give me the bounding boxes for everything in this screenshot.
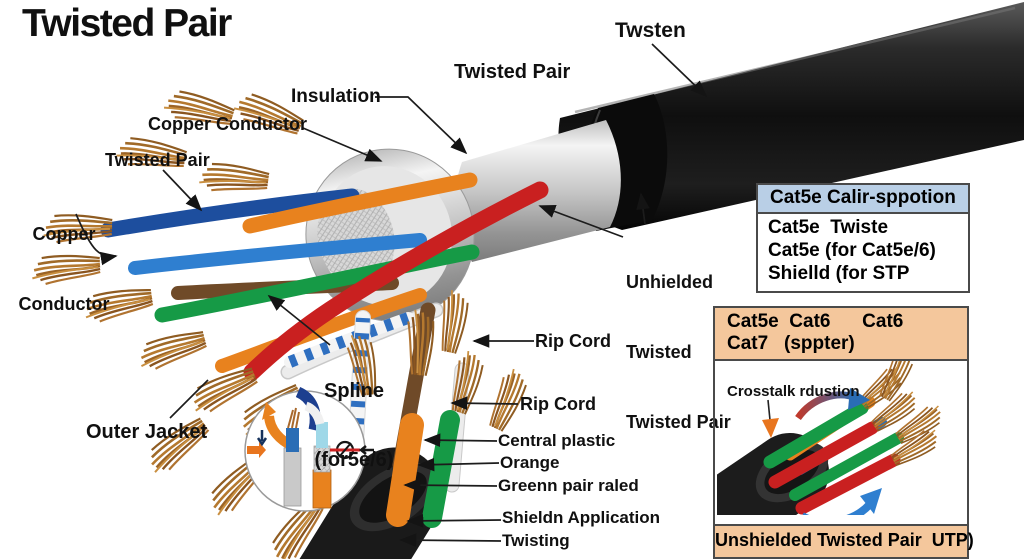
utp-box: Cat5e Cat6 Cat6 Cat7 (sppter) Crosstalk … <box>713 306 974 559</box>
black-left-arrow <box>358 445 374 455</box>
dark-blue-wire <box>100 188 360 238</box>
orange-wire-top <box>242 172 478 234</box>
label-rip-cord-1: Rip Cord <box>535 331 611 351</box>
label-green-pair: Greenn pair raled <box>498 476 639 495</box>
twsten-pointer <box>651 43 708 98</box>
pointer-lines <box>75 43 708 547</box>
twisted-pair-left-pointer <box>162 169 203 212</box>
label-spline: Spline (for5e/6) <box>314 380 394 471</box>
copper-conductor-top-pointer <box>302 127 383 162</box>
utp-box-body: Crosstalk rdustion <box>715 361 967 524</box>
cat5e-table: Cat5e Calir-sppotion Cat5e Twiste Cat5e … <box>756 183 970 294</box>
label-twisted-pair-left: Twisted Pair <box>105 150 210 170</box>
rip-cord-2-pointer <box>450 396 519 411</box>
shield-application-pointer <box>406 514 502 528</box>
light-blue-wire <box>128 233 427 275</box>
crosstalk-illustration <box>717 359 948 515</box>
inset-circle <box>244 386 374 512</box>
table-row: Cat5e Twiste <box>768 217 889 238</box>
copper-conductor-left-pointer <box>75 213 118 266</box>
label-insulation: Insulation <box>291 86 381 107</box>
table-row: Shielld (for STP <box>768 262 910 284</box>
label-twsten: Twsten <box>615 19 686 42</box>
orange-right-arrow <box>247 442 266 458</box>
label-twisting: Twisting <box>502 531 570 550</box>
insulation-pointer <box>375 96 468 155</box>
label-outer-jacket: Outer Jacket <box>86 421 208 443</box>
main-cable <box>30 2 1024 559</box>
red-wire <box>243 181 549 381</box>
black-down-arrow <box>256 430 268 447</box>
orange-wire-low <box>215 288 427 373</box>
label-crosstalk: Crosstalk rdustion <box>727 382 860 400</box>
unshielded-pointer-2 <box>636 192 650 225</box>
table-row: Cat5e (for Cat5e/6) <box>768 239 936 261</box>
central-plastic-pointer <box>423 433 498 448</box>
label-copper-conductor-left: Copper Conductor <box>18 223 110 314</box>
cat5e-table-header: Cat5e Calir-sppotion <box>758 185 968 214</box>
crosstalk-pointer-arrowhead <box>762 418 779 438</box>
label-orange: Orange <box>500 453 560 472</box>
label-copper-conductor-top: Copper Conductor <box>148 114 307 134</box>
green-wire <box>154 244 480 323</box>
green-pair-pointer <box>403 478 498 492</box>
crosstalk-arrow-bottom <box>802 501 873 515</box>
unshielded-pointer-1 <box>538 204 624 238</box>
label-central-plastic: Central plastic <box>498 431 616 450</box>
outer-jacket-pointer <box>169 379 209 419</box>
small-green-wire <box>422 410 460 528</box>
outer-jacket-shape <box>558 2 1024 230</box>
small-orange-wire <box>386 413 424 527</box>
orange-pointer <box>417 457 500 472</box>
utp-box-header: Cat5e Cat6 Cat6 Cat7 (sppter) <box>715 308 967 361</box>
spline-pointer <box>267 294 331 346</box>
utp-box-footer: Unshielded Twisted Pair UTP) <box>715 524 974 557</box>
label-twisted-pair-top: Twisted Pair <box>454 61 571 83</box>
label-unshielded: Unhielded Twisted Twisted Pair <box>626 271 731 433</box>
label-shield-application: Shieldn Application <box>502 508 661 527</box>
label-rip-cord-2: Rip Cord <box>520 394 596 414</box>
twisting-pointer <box>399 533 502 547</box>
cat5e-table-body: Cat5e Twiste Cat5e (for Cat5e/6) Shielld… <box>758 214 968 291</box>
page-title: Twisted Pair <box>22 2 232 45</box>
